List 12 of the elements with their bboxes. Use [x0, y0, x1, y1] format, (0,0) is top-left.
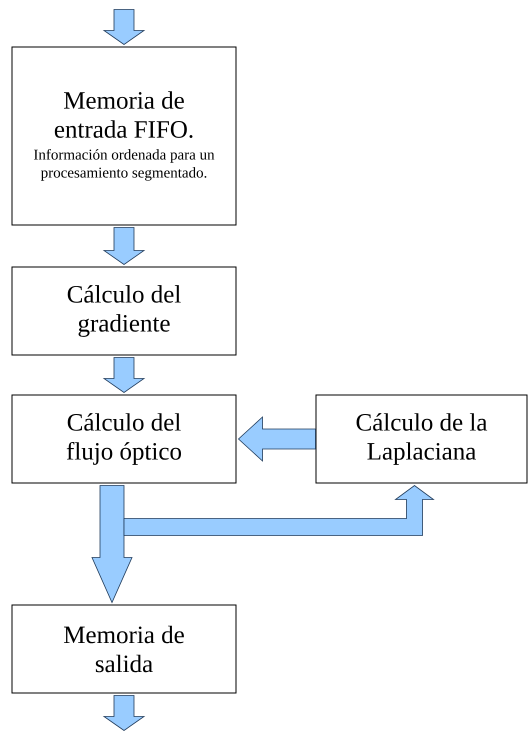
block-arrow — [102, 227, 146, 265]
block-arrow — [124, 485, 435, 536]
block-arrow — [102, 9, 146, 45]
process-box: Cálculo del gradiente — [12, 266, 236, 356]
process-box: Cálculo del flujo óptico — [12, 394, 236, 484]
process-box: Memoria de entrada FIFO. Información ordenada para un procesamiento segmentado. — [12, 46, 236, 226]
block-arrow — [91, 485, 133, 604]
block-arrow — [238, 416, 316, 462]
process-box: Cálculo de la Laplaciana — [316, 394, 528, 484]
block-arrow — [102, 695, 146, 731]
process-box: Memoria de salida — [12, 604, 236, 694]
block-arrow — [102, 357, 146, 393]
